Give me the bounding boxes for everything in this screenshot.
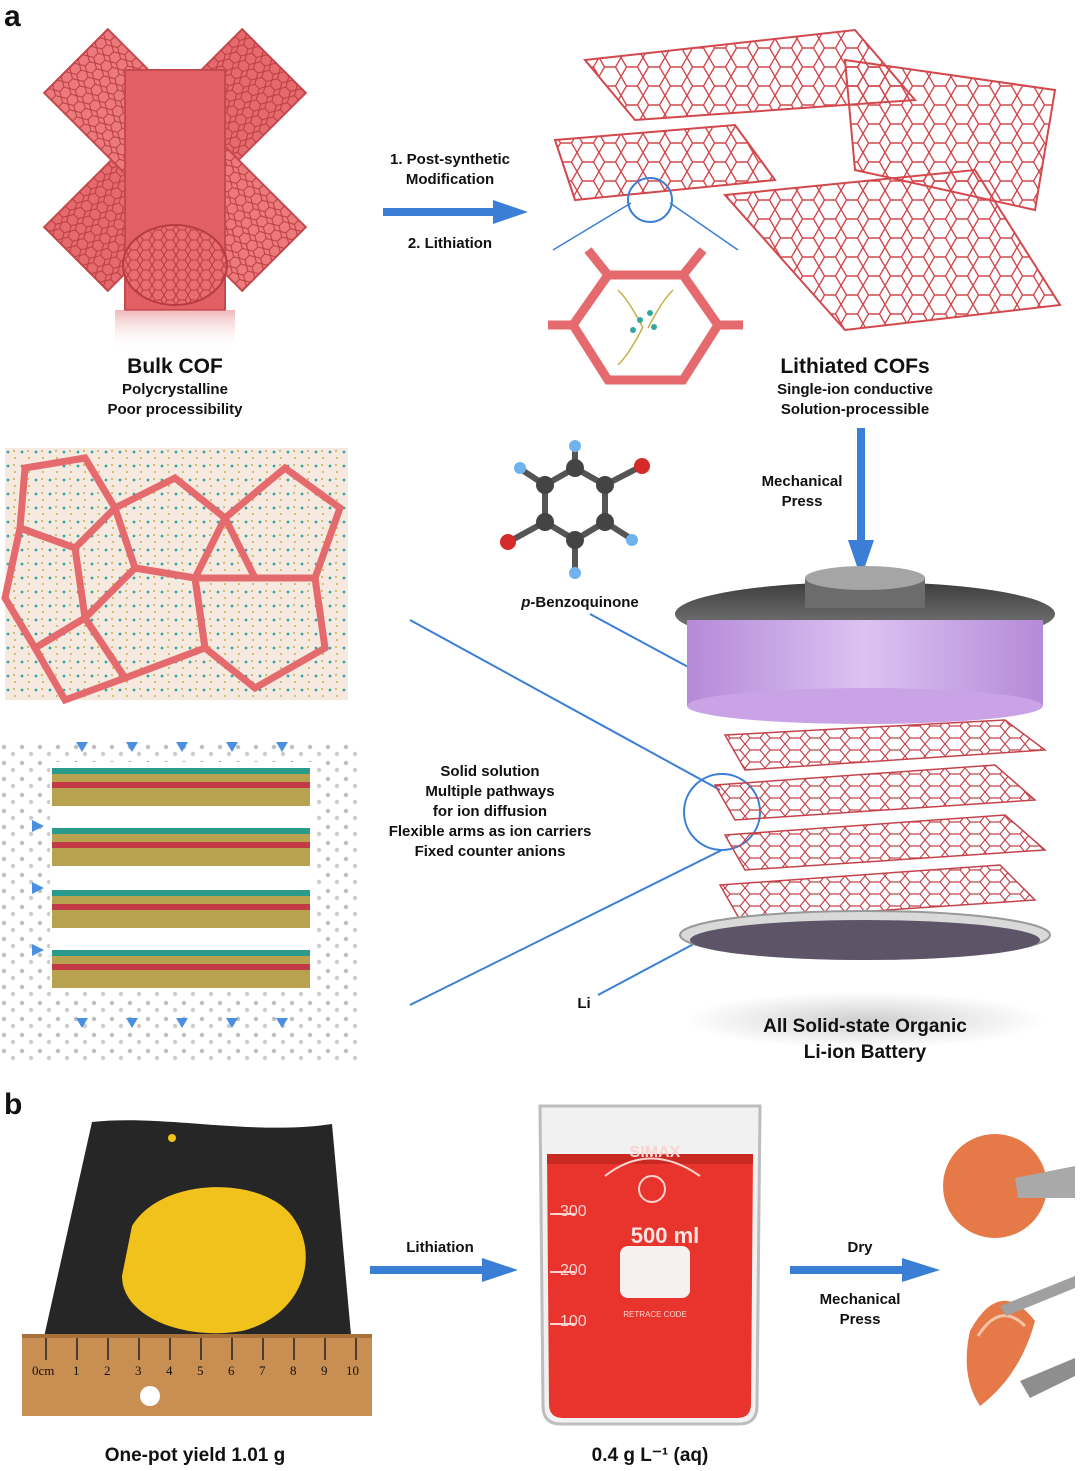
pore-zoom-inset: [548, 202, 743, 385]
arrow-right-icon: [383, 200, 528, 224]
bulk-cof-line2: Poor processibility: [107, 401, 243, 418]
arrow-down-icon: [848, 428, 874, 578]
ruler-label: 4: [166, 1363, 173, 1378]
beaker-retrace: RETRACE CODE: [623, 1310, 687, 1319]
beaker-mark: 300: [560, 1203, 587, 1220]
solution-caption: 0.4 g L⁻¹ (aq): [591, 1445, 709, 1466]
ruler-label: 3: [135, 1363, 142, 1378]
ruler-label: 10: [346, 1363, 359, 1378]
bulk-cof-line1: Polycrystalline: [122, 381, 228, 398]
ruler-label: 2: [104, 1363, 111, 1378]
beaker-mark: 100: [560, 1313, 587, 1330]
lithiation-label: Lithiation: [406, 1239, 474, 1256]
solid-solution-line5: Fixed counter anions: [414, 843, 566, 860]
lithiated-cof-sheets: [553, 28, 1062, 332]
porous-network-render: [1, 448, 348, 705]
ruler-label: 1: [73, 1363, 80, 1378]
panel-a-letter: a: [4, 0, 21, 33]
bulk-cof-title: Bulk COF: [127, 355, 223, 378]
benzoquinone-molecule: [500, 440, 650, 579]
beaker-brand: SIMAX: [629, 1144, 681, 1161]
panel-b-letter: b: [4, 1088, 23, 1121]
lithiated-cofs-title: Lithiated COFs: [780, 355, 930, 378]
press-b-line1: Mechanical: [819, 1291, 901, 1308]
dry-label: Dry: [847, 1239, 873, 1256]
solid-solution-line1: Solid solution: [440, 763, 540, 780]
battery-label-line2: Li-ion Battery: [803, 1042, 927, 1063]
lithiated-cofs-line2: Solution-processible: [780, 401, 930, 418]
ruler-label: 6: [228, 1363, 235, 1378]
lithiated-cofs-line1: Single-ion conductive: [777, 381, 933, 398]
solid-solution-line2: Multiple pathways: [425, 783, 555, 800]
battery-press-assembly: [675, 566, 1055, 1048]
powder-caption: One-pot yield 1.01 g: [104, 1445, 286, 1466]
yellow-powder-photo: [22, 1120, 372, 1416]
layered-stack-render: [0, 742, 360, 1062]
ruler-label: 9: [321, 1363, 328, 1378]
beaker-volume: 500 ml: [630, 1223, 700, 1248]
solid-solution-line4: Flexible arms as ion carriers: [388, 823, 592, 840]
beaker-photo: [538, 1104, 762, 1426]
press-label-line2: Press: [781, 493, 823, 510]
arrow-right-icon: [790, 1258, 940, 1282]
ruler-label: 5: [197, 1363, 204, 1378]
ruler-labels: 0cm 1 2 3 4 5 6 7 8 9 10: [22, 1363, 372, 1383]
beaker-mark: 200: [560, 1262, 587, 1279]
arrow-right-icon: [370, 1258, 518, 1282]
bulk-cof-illustration: [42, 27, 308, 350]
step-2-label: 2. Lithiation: [407, 235, 493, 252]
membrane-photos: [943, 1134, 1075, 1406]
solid-solution-line3: for ion diffusion: [432, 803, 548, 820]
step-1b-label: Modification: [405, 171, 495, 188]
step-1-label: 1. Post-synthetic: [389, 151, 511, 168]
ruler-label: 7: [259, 1363, 266, 1378]
benzoquinone-label: p-Benzoquinone: [521, 594, 639, 611]
press-label-line1: Mechanical: [761, 473, 843, 490]
press-b-line2: Press: [839, 1311, 881, 1328]
li-label: Li: [577, 995, 591, 1012]
ruler-label: 8: [290, 1363, 297, 1378]
battery-label-line1: All Solid-state Organic: [763, 1016, 967, 1037]
ruler-label: 0cm: [32, 1363, 55, 1378]
